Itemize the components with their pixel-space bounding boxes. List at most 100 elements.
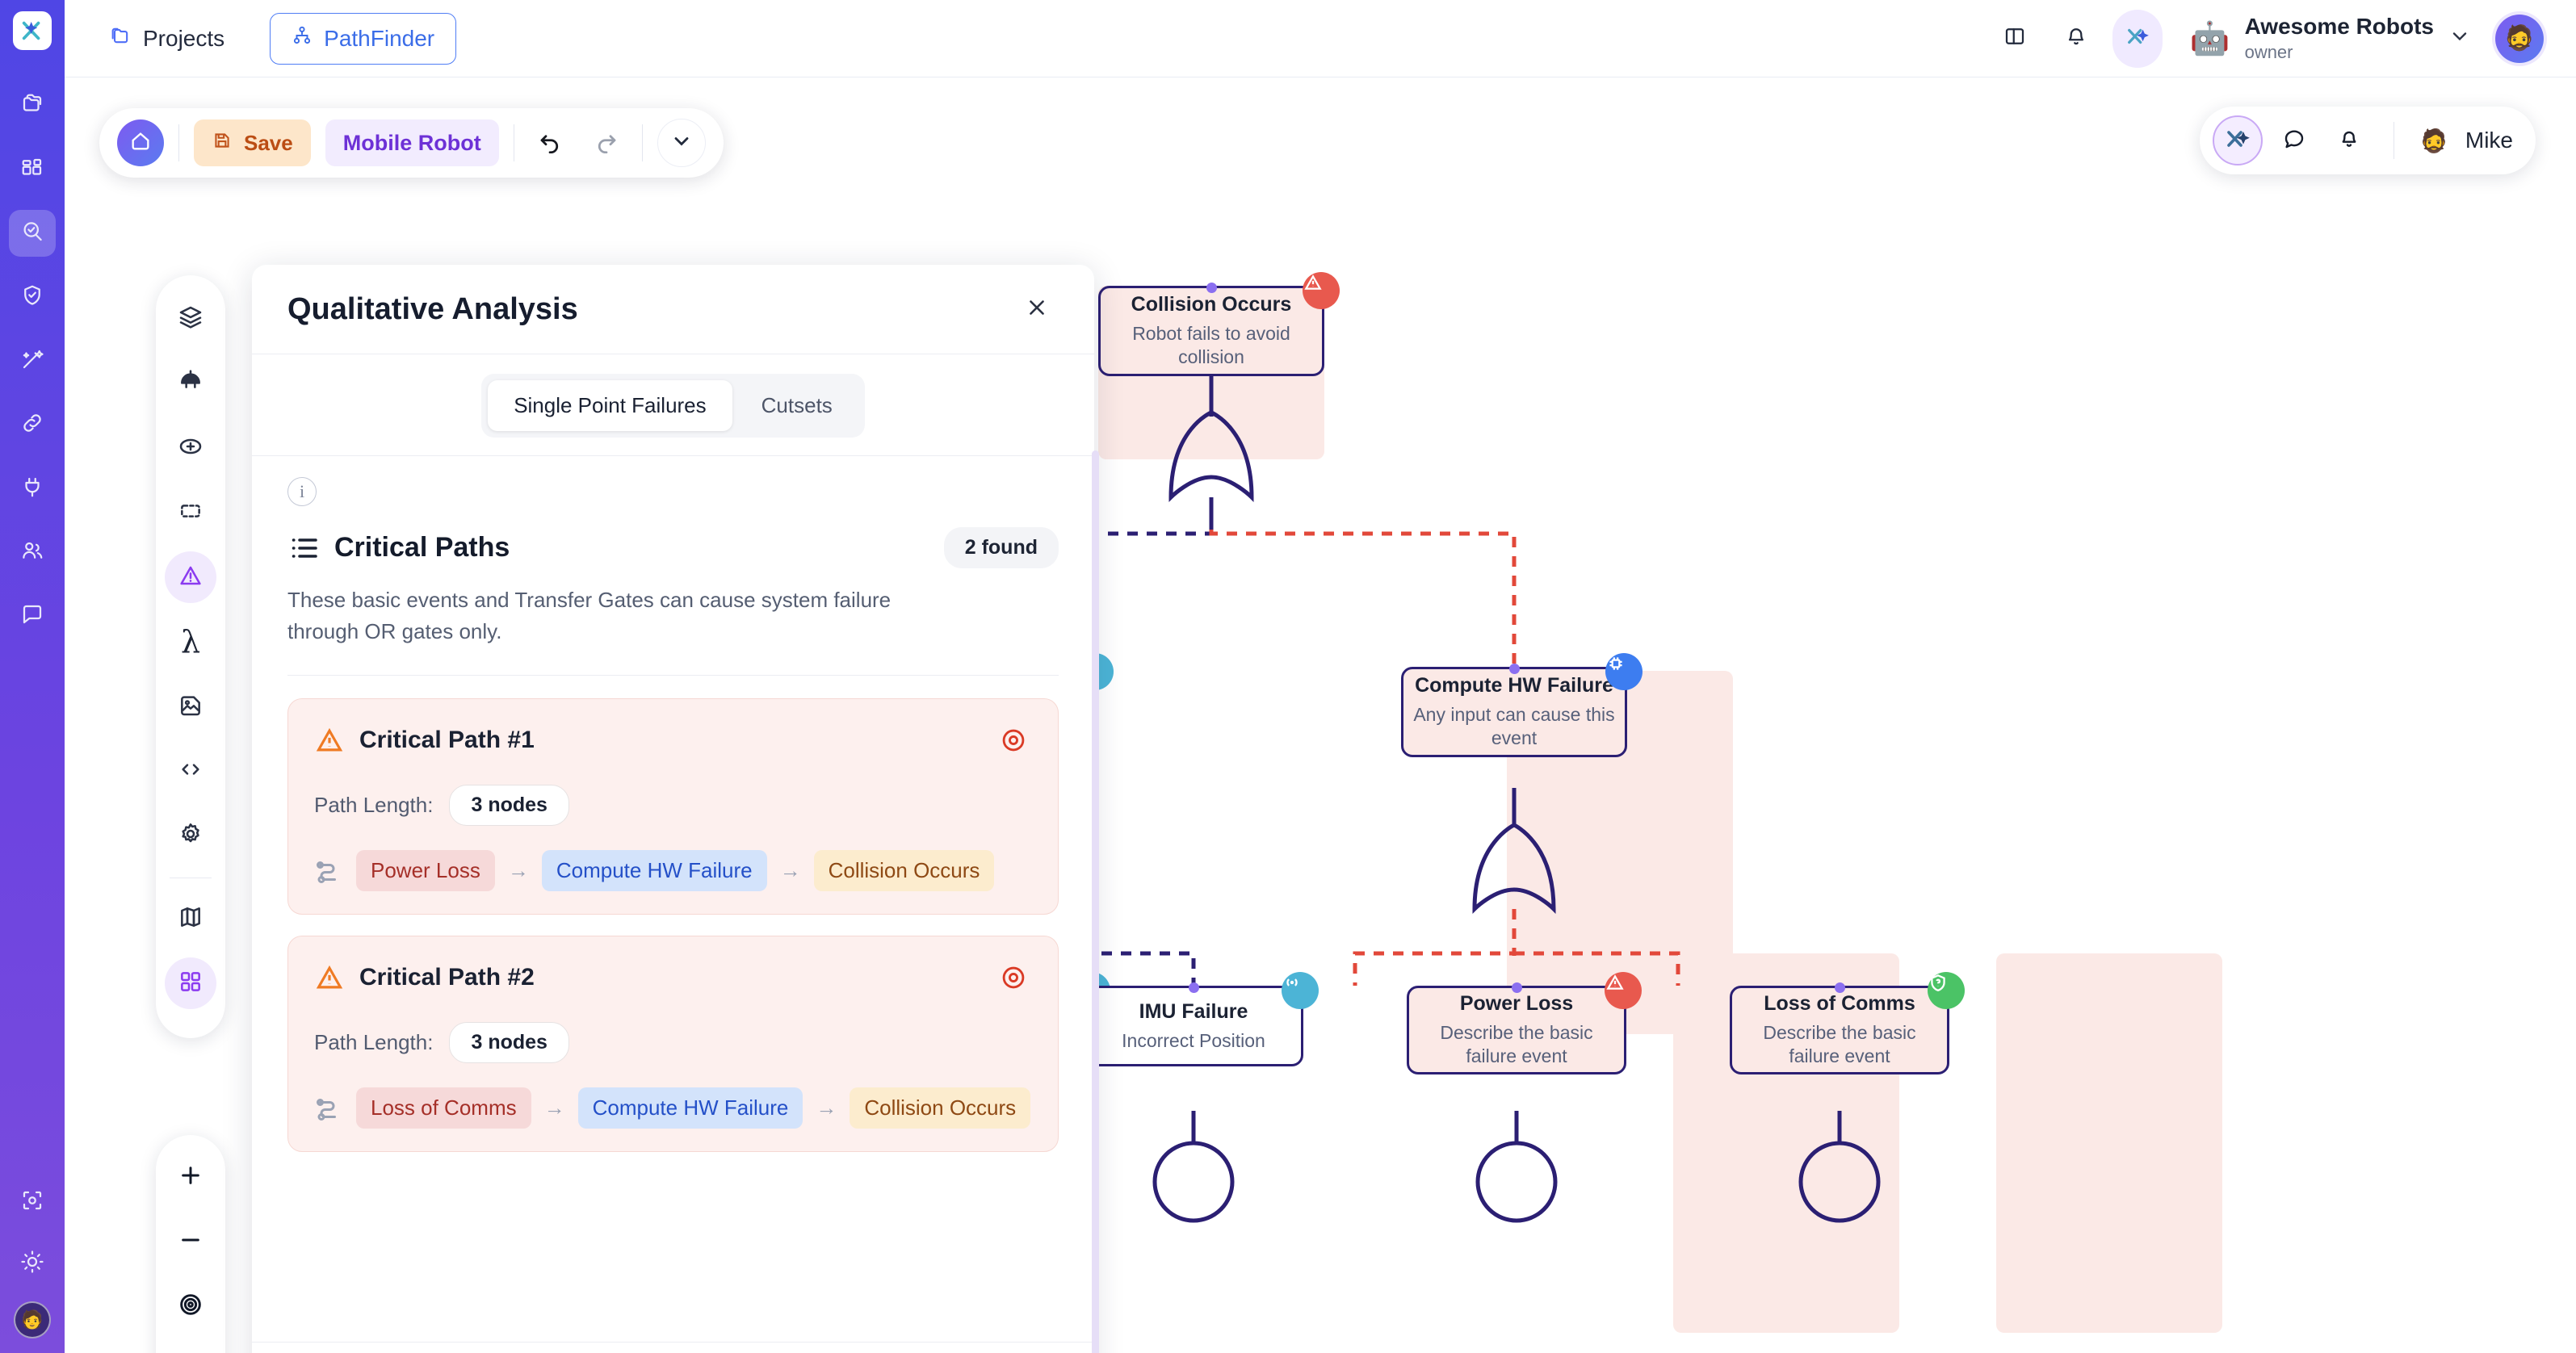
canvas-area[interactable]: Save Mobile Robot [65, 77, 2576, 1353]
sidebar-item-team[interactable] [9, 529, 56, 576]
zoom-out-icon [178, 1227, 203, 1257]
plug-icon [20, 475, 44, 503]
sidebar-item-folders[interactable] [9, 82, 56, 129]
panel-scrollbar[interactable] [1092, 450, 1099, 1353]
brightness-icon [20, 1250, 44, 1278]
undo-button[interactable] [529, 122, 571, 164]
tree-node-compute[interactable]: Compute HW Failure Any input can cause t… [1401, 653, 1643, 757]
tree-node-power-loss[interactable]: Power Loss Describe the basic failure ev… [1407, 972, 1642, 1074]
zoom-in-button[interactable] [165, 1151, 216, 1203]
lock-toggle-button[interactable] [165, 1345, 216, 1353]
toolbar-more-button[interactable] [657, 119, 706, 167]
collab-comments-button[interactable] [2271, 117, 2318, 164]
path-chain-icon [314, 857, 343, 886]
tab-cutsets[interactable]: Cutsets [761, 393, 833, 417]
tree-node-loss-of-comms[interactable]: Loss of Comms Describe the basic failure… [1730, 972, 1965, 1074]
fault-tree-diagram[interactable]: Collision Occurs Robot fails to avoid co… [662, 263, 2576, 1353]
chain-arrow: → [779, 858, 801, 882]
card-header: Critical Path #2 [314, 959, 1032, 996]
redo-icon [594, 129, 619, 157]
tool-select-area[interactable] [165, 487, 216, 538]
sidebar-item-integrations[interactable] [9, 465, 56, 512]
warning-alert-icon[interactable] [1605, 972, 1642, 1009]
home-button[interactable] [117, 119, 164, 166]
org-switcher[interactable]: 🤖 Awesome Robots owner [2190, 14, 2471, 63]
sidebar-item-security[interactable] [9, 274, 56, 320]
notifications-button[interactable] [2051, 14, 2101, 64]
chain-node-3[interactable]: Collision Occurs [813, 850, 995, 891]
node-port [1188, 982, 1199, 993]
sidebar-item-brightness[interactable] [9, 1240, 56, 1287]
magic-wand-icon [20, 347, 44, 375]
collab-current-user[interactable]: 🧔 Mike [2415, 122, 2513, 159]
ai-sparkle-icon [2125, 24, 2150, 52]
chain-node-3[interactable]: Collision Occurs [850, 1087, 1031, 1129]
tool-qualitative-analysis[interactable] [165, 551, 216, 603]
select-area-icon [178, 498, 203, 528]
sidebar-item-blocks[interactable] [9, 146, 56, 193]
zoom-controls [156, 1135, 225, 1353]
node-port [1834, 982, 1845, 993]
tool-lambda[interactable]: λ [165, 616, 216, 668]
list-item[interactable]: Critical Path #2 Path Length: 3 nodes [287, 936, 1059, 1152]
sidebar-item-analysis[interactable] [9, 210, 56, 257]
collab-notifications-button[interactable] [2326, 117, 2373, 164]
close-icon [1025, 295, 1049, 324]
tool-layers[interactable] [165, 293, 216, 345]
avatar[interactable]: 🧑 [14, 1301, 51, 1338]
sidebar-item-links[interactable] [9, 401, 56, 448]
eye-target-icon[interactable] [995, 722, 1032, 759]
sidebar-item-magic[interactable] [9, 337, 56, 384]
chain-arrow: → [543, 1095, 565, 1120]
chain-node-2[interactable]: Compute HW Failure [577, 1087, 803, 1129]
chain-node-1[interactable]: Power Loss [356, 850, 495, 891]
fit-view-button[interactable] [165, 1280, 216, 1332]
ai-assistant-button[interactable] [2112, 9, 2163, 68]
tool-minimap[interactable] [165, 893, 216, 945]
save-button[interactable]: Save [194, 119, 311, 166]
code-icon [178, 756, 203, 786]
collab-ai-button[interactable] [2212, 115, 2263, 165]
signal-icon[interactable] [1282, 972, 1319, 1009]
redo-button[interactable] [585, 122, 627, 164]
tool-image[interactable] [165, 681, 216, 732]
warning-alert-icon[interactable] [1303, 272, 1340, 309]
collab-user-name: Mike [2465, 128, 2513, 153]
close-panel-button[interactable] [1015, 287, 1059, 331]
chain-node-2[interactable]: Compute HW Failure [541, 850, 767, 891]
ai-sparkle-icon [2225, 126, 2251, 156]
tool-settings[interactable] [165, 810, 216, 861]
tree-node-collision[interactable]: Collision Occurs Robot fails to avoid co… [1098, 272, 1340, 376]
tree-node-imu[interactable]: IMU Failure Incorrect Position [1084, 972, 1319, 1066]
info-icon[interactable]: i [287, 477, 317, 506]
home-icon [129, 130, 152, 157]
panel-layout-toggle[interactable] [1990, 14, 2040, 64]
info-row: i [252, 456, 1094, 506]
list-item[interactable]: Critical Path #1 Path Length: 3 nodes [287, 698, 1059, 915]
breadcrumb-projects[interactable]: Projects [109, 24, 224, 52]
path-chain: Power Loss → Compute HW Failure → Collis… [314, 850, 1032, 891]
panel-header: Qualitative Analysis [252, 265, 1094, 354]
zoom-out-button[interactable] [165, 1216, 216, 1267]
user-avatar[interactable]: 🧔 [2495, 14, 2544, 63]
tool-code[interactable] [165, 745, 216, 797]
document-name-chip[interactable]: Mobile Robot [325, 119, 499, 166]
collaboration-bar: 🧔 Mike [2199, 107, 2536, 174]
chain-node-1[interactable]: Loss of Comms [356, 1087, 531, 1129]
tool-grid[interactable] [165, 957, 216, 1009]
blocks-icon [20, 156, 44, 184]
sidebar-item-chat[interactable] [9, 593, 56, 639]
top-header-bar: Projects PathFinder [65, 0, 2576, 77]
critical-paths-header: Critical Paths 2 found [252, 506, 1094, 568]
sidebar-item-target-scan[interactable] [9, 1179, 56, 1225]
eye-target-icon[interactable] [995, 959, 1032, 996]
tool-add-node[interactable] [165, 422, 216, 474]
node-title: Collision Occurs [1131, 293, 1292, 316]
chip-icon[interactable] [1605, 653, 1643, 690]
shield-question-icon[interactable] [1928, 972, 1965, 1009]
app-logo-icon[interactable] [13, 11, 52, 50]
tool-gate[interactable] [165, 358, 216, 409]
section-title: Critical Paths [334, 532, 510, 563]
tab-single-point-failures[interactable]: Single Point Failures [488, 380, 732, 431]
tab-pathfinder[interactable]: PathFinder [270, 12, 457, 65]
